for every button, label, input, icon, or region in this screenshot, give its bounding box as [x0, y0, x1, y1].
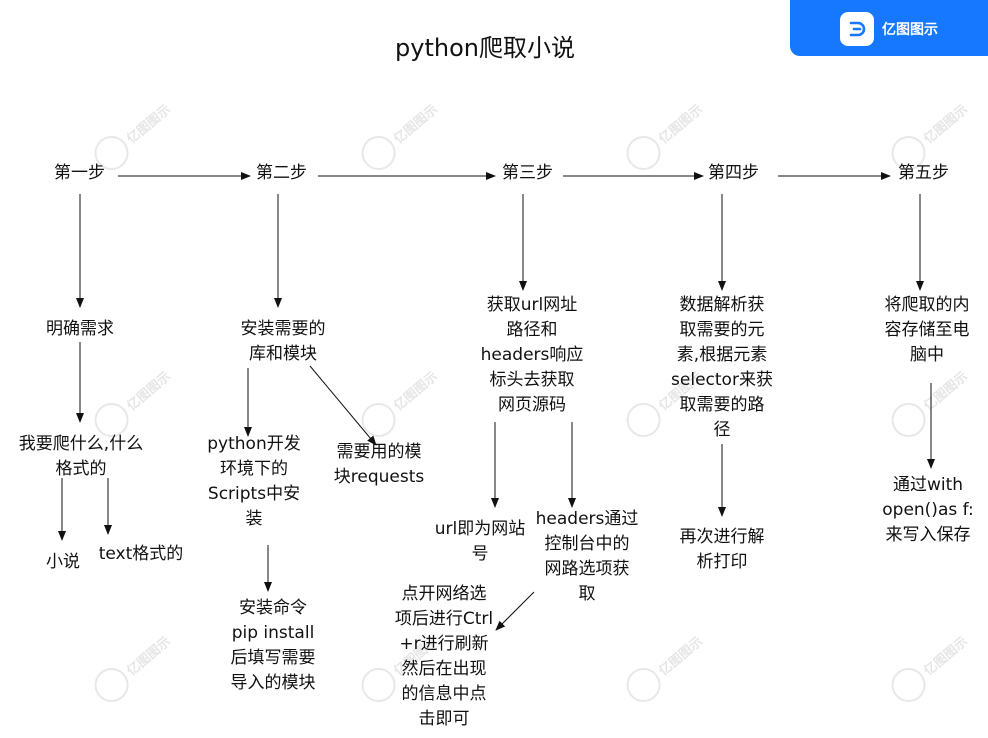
node-open-network: 点开网络选项后进行Ctrl +r进行刷新然后在出现 的信息中点击即可 — [394, 584, 494, 729]
node-install-libs: 安装需要的库和模块 — [240, 319, 326, 364]
node-need: 明确需求 — [46, 319, 114, 339]
node-requests: 需要用的模块requests — [333, 442, 425, 487]
node-what: 我要爬什么,什么格式的 — [18, 434, 144, 479]
diagram-title: python爬取小说 — [395, 34, 575, 62]
step-label: 第三步 — [502, 163, 553, 183]
arrow-headers-open — [495, 591, 535, 631]
node-print: 再次进行解析打印 — [679, 527, 765, 572]
edraw-logo-icon — [840, 12, 874, 46]
node-python-env: python开发环境下的 Scripts中安装 — [207, 434, 301, 529]
step-label: 第四步 — [708, 163, 759, 183]
step-label: 第一步 — [54, 163, 105, 183]
node-get-source: 获取url网址路径和 headers响应标头去获取 网页源码 — [480, 295, 584, 415]
node-url: url即为网站号 — [434, 519, 526, 564]
brand-badge[interactable] — [790, 0, 988, 56]
node-novel: 小说 — [46, 552, 80, 572]
arrow-install-requests — [309, 365, 377, 446]
node-save: 将爬取的内容存储至电 脑中 — [884, 295, 970, 365]
step-label: 第五步 — [898, 163, 949, 183]
brand-name: 亿图图示 — [882, 22, 938, 38]
node-headers: headers通过控制台中的 网路选项获取 — [535, 509, 639, 604]
node-text-format: text格式的 — [98, 544, 184, 564]
step-label: 第二步 — [256, 163, 307, 183]
